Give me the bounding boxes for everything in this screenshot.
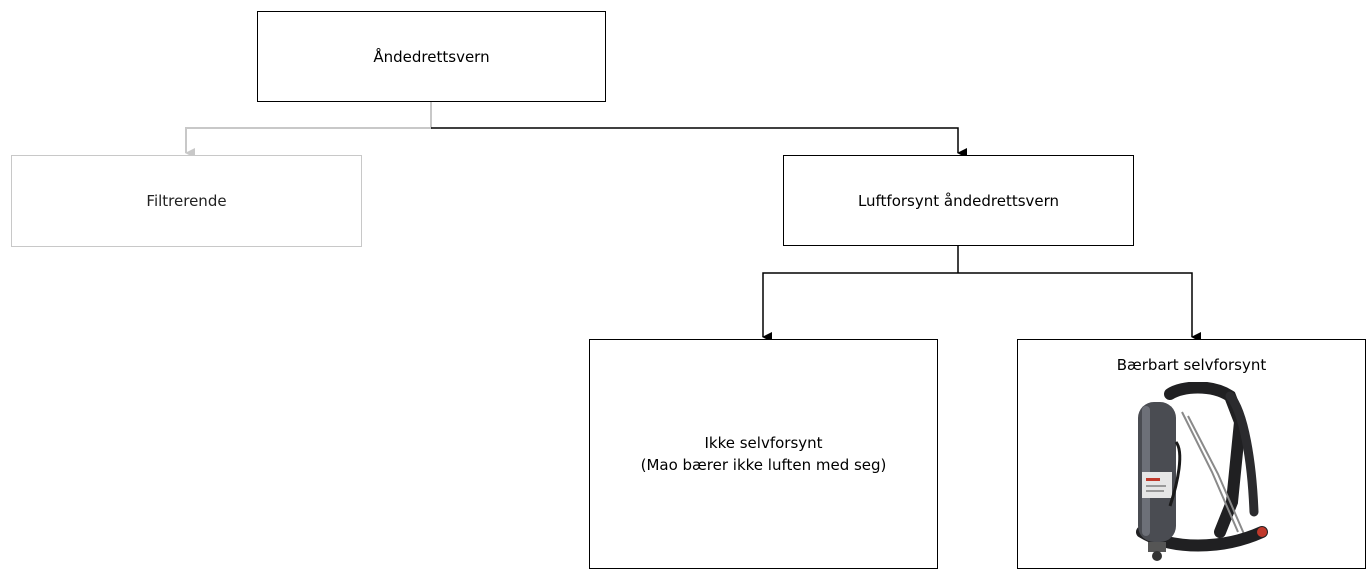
node-air-supplied: Luftforsynt åndedrettsvern — [783, 155, 1134, 246]
node-not-self-contained-line2: (Mao bærer ikke luften med seg) — [640, 456, 887, 474]
node-filtering-label: Filtrerende — [146, 192, 227, 210]
node-air-supplied-label: Luftforsynt åndedrettsvern — [857, 191, 1060, 210]
node-filtering: Filtrerende — [11, 155, 362, 247]
connector-root-air-supplied — [431, 127, 967, 158]
connector-lines — [185, 102, 1201, 342]
node-root: Åndedrettsvern — [257, 11, 606, 102]
connector-air-to-not-self-contained — [762, 272, 958, 342]
node-not-self-contained-line1: Ikke selvforsynt — [704, 434, 823, 452]
node-portable-self-contained: Bærbart selvforsynt — [1017, 339, 1366, 569]
connector-air-to-portable — [958, 272, 1201, 342]
breathing-apparatus-image — [1135, 382, 1268, 561]
connector-root-filtering — [185, 102, 432, 158]
node-root-label: Åndedrettsvern — [373, 47, 490, 66]
node-not-self-contained: Ikke selvforsynt (Mao bærer ikke luften … — [589, 339, 938, 569]
node-portable-self-contained-label: Bærbart selvforsynt — [1116, 356, 1267, 374]
